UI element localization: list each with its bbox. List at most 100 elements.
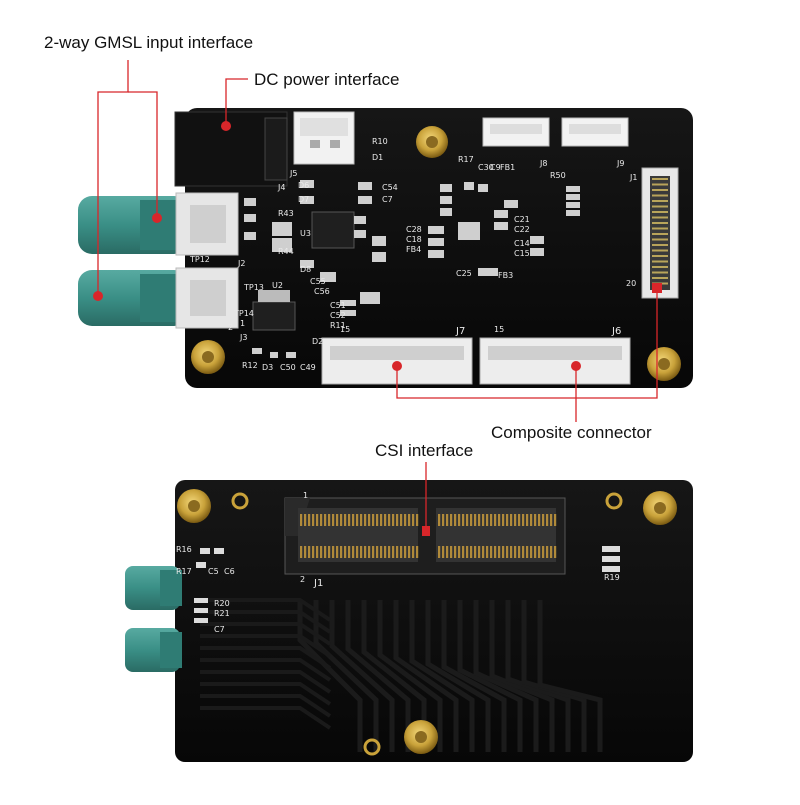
pcb-trace: [200, 682, 332, 706]
pcb-trace: [200, 622, 332, 646]
dc-power-jack: [174, 111, 288, 187]
smd-part: [244, 214, 256, 222]
smd-part: [504, 200, 518, 208]
csi-pin: [546, 514, 549, 526]
silk-bottom-c6: C6: [224, 567, 235, 576]
silk-c56: C56: [314, 287, 330, 296]
csi-pin: [458, 546, 461, 558]
gmsl-connector-2: [78, 267, 239, 329]
fpc-pin: [652, 205, 668, 208]
pcb-trace: [200, 706, 332, 730]
csi-pin: [550, 514, 553, 526]
csi-pin: [340, 514, 343, 526]
csi-pin: [534, 514, 537, 526]
csi-pin: [308, 546, 311, 558]
silk-fb4: FB4: [406, 245, 421, 254]
csi-pin: [450, 514, 453, 526]
silk-j2: J2: [237, 259, 245, 268]
silk-j7: J7: [455, 326, 465, 337]
csi-pin: [404, 514, 407, 526]
smd-part: [252, 348, 262, 354]
csi-pin: [396, 546, 399, 558]
smd-part: [494, 210, 508, 218]
csi-pin: [438, 546, 441, 558]
silk-j5: J5: [289, 169, 297, 178]
csi-pin: [376, 546, 379, 558]
csi-pin: [380, 514, 383, 526]
smd-part: [272, 238, 292, 252]
fpc-pin: [652, 255, 668, 257]
csi-pin: [502, 546, 505, 558]
csi-pin: [526, 514, 529, 526]
csi-pin: [518, 514, 521, 526]
pcb-trace: [473, 600, 539, 752]
csi-pin: [416, 514, 419, 526]
csi-pin: [506, 514, 509, 526]
csi-pin: [380, 546, 383, 558]
silk-c21: C21: [514, 215, 530, 224]
pcb-trace: [489, 600, 555, 752]
silk-bottom-r16: R16: [176, 545, 192, 554]
smd-part: [566, 210, 580, 216]
csi-pin: [450, 546, 453, 558]
csi-pin: [348, 546, 351, 558]
csi-pin: [498, 546, 501, 558]
csi-pin: [446, 546, 449, 558]
silk-c28: C28: [406, 225, 422, 234]
silk-c54: C54: [382, 183, 398, 192]
smd-part: [320, 272, 336, 282]
callout-dc-power: DC power interface: [254, 70, 400, 89]
csi-pin: [364, 514, 367, 526]
csi-pin: [542, 514, 545, 526]
csi-pin: [340, 546, 343, 558]
csi-pin: [360, 546, 363, 558]
silk-fb3: FB3: [498, 271, 513, 280]
smd-part: [358, 196, 372, 204]
csi-pin: [364, 546, 367, 558]
silk-j6: J6: [611, 326, 621, 337]
gmsl-connector-1: [78, 192, 239, 256]
csi-pin: [336, 546, 339, 558]
smd-part: [566, 202, 580, 208]
silk-c49: C49: [300, 363, 316, 372]
smd-part: [428, 238, 444, 246]
csi-pin: [470, 514, 473, 526]
silk-d6: D6: [298, 181, 309, 190]
fpc-pin: [652, 183, 668, 186]
callout-dot-csi: [422, 526, 430, 536]
csi-pin: [348, 514, 351, 526]
smd-part: [428, 250, 444, 258]
smd-part: [286, 352, 296, 358]
csi-pin: [502, 514, 505, 526]
csi-pin: [498, 514, 501, 526]
fpc-pin: [652, 200, 668, 202]
csi-pin: [542, 546, 545, 558]
csi-pin: [392, 514, 395, 526]
csi-pin: [466, 514, 469, 526]
silk-c22: C22: [514, 225, 530, 234]
csi-pin: [530, 546, 533, 558]
fpc-pin: [652, 227, 668, 230]
smd-part: [300, 196, 314, 204]
silk-d1: D1: [372, 153, 383, 162]
top-pcb: [185, 108, 693, 388]
csi-pin: [304, 514, 307, 526]
csi-pin: [368, 546, 371, 558]
silk-bottom-c5: C5: [208, 567, 219, 576]
csi-pin: [300, 546, 303, 558]
csi-pin: [466, 546, 469, 558]
csi-pin: [300, 514, 303, 526]
csi-pin: [388, 546, 391, 558]
smd-part: [566, 186, 580, 192]
pcb-trace: [200, 610, 332, 634]
csi-pin: [384, 514, 387, 526]
j5-connector: [293, 111, 355, 165]
smd-part: [372, 236, 386, 246]
fpc-pin: [652, 249, 668, 252]
j9-connector: [561, 117, 629, 147]
csi-pin: [408, 514, 411, 526]
silk-c52: C52: [330, 311, 346, 320]
fpc-pin: [652, 194, 668, 197]
pcb-traces: [200, 598, 603, 752]
